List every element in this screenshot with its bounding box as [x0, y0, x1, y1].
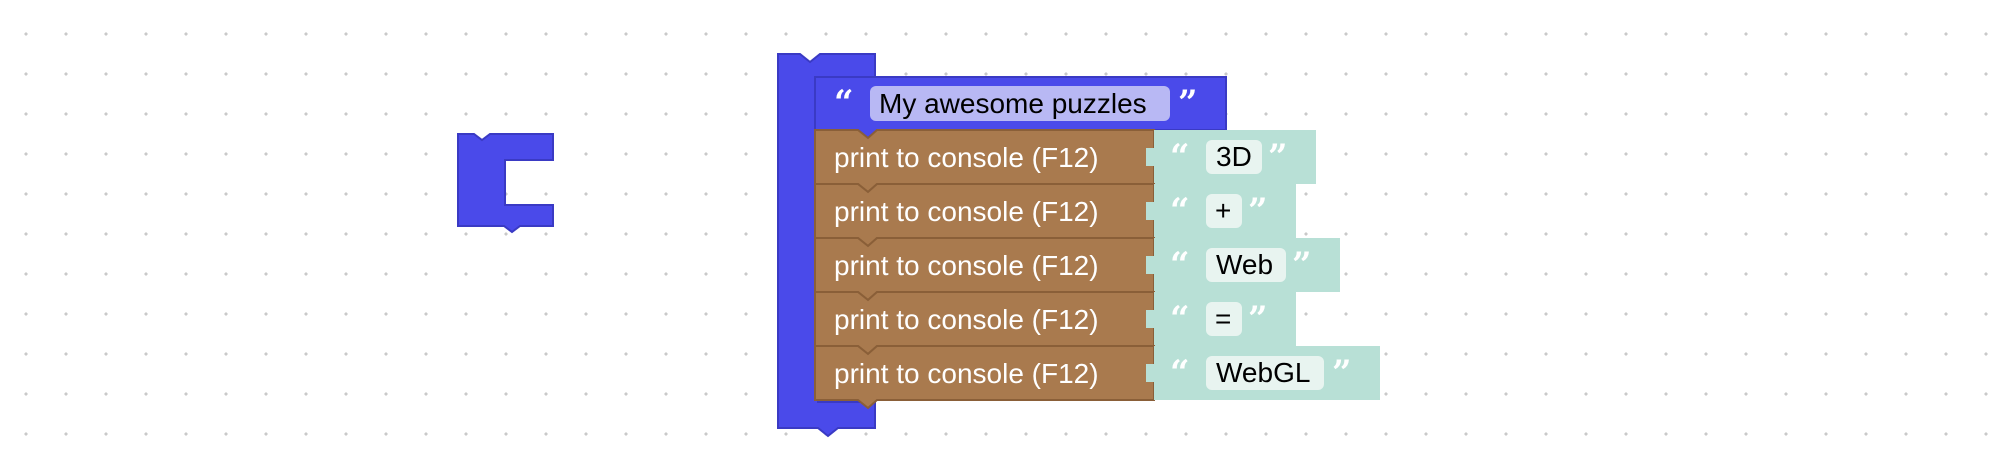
- string-field[interactable]: [1206, 302, 1242, 336]
- string-value: 3D: [1216, 141, 1252, 172]
- close-quote-icon: ”: [1332, 353, 1352, 393]
- open-quote-icon: “: [1170, 191, 1190, 231]
- close-quote-icon: ”: [1178, 83, 1198, 123]
- string-field[interactable]: [1206, 356, 1324, 390]
- print-label: print to console (F12): [834, 358, 1099, 389]
- open-quote-icon: “: [1170, 137, 1190, 177]
- string-value: =: [1215, 303, 1231, 334]
- close-quote-icon: ”: [1268, 137, 1288, 177]
- open-quote-icon: “: [1170, 245, 1190, 285]
- string-field[interactable]: [1206, 248, 1286, 282]
- print-block[interactable]: print to console (F12) “ WebGL ”: [814, 345, 1380, 410]
- title-text-block[interactable]: “ My awesome puzzles ”: [814, 76, 1227, 140]
- print-label: print to console (F12): [834, 196, 1099, 227]
- print-block[interactable]: print to console (F12) “ + ”: [814, 183, 1296, 248]
- puzzle-container-block[interactable]: “ My awesome puzzles ” print to console …: [777, 53, 1380, 438]
- string-field[interactable]: [1206, 140, 1262, 174]
- print-block[interactable]: print to console (F12) “ 3D ”: [814, 129, 1316, 194]
- close-quote-icon: ”: [1248, 191, 1268, 231]
- title-text-value: My awesome puzzles: [879, 88, 1147, 119]
- print-label: print to console (F12): [834, 250, 1099, 281]
- string-value: +: [1215, 195, 1231, 226]
- string-value: Web: [1216, 249, 1273, 280]
- title-text-field[interactable]: [870, 86, 1170, 121]
- print-block[interactable]: print to console (F12) “ = ”: [814, 291, 1296, 356]
- string-value: WebGL: [1216, 357, 1310, 388]
- print-block[interactable]: print to console (F12) “ Web ”: [814, 237, 1340, 302]
- c-shape-block-icon[interactable]: [457, 133, 554, 234]
- print-label: print to console (F12): [834, 142, 1099, 173]
- close-quote-icon: ”: [1248, 299, 1268, 339]
- stray-c-block[interactable]: [457, 133, 554, 234]
- open-quote-icon: “: [834, 83, 854, 123]
- string-field[interactable]: [1206, 194, 1242, 228]
- print-label: print to console (F12): [834, 304, 1099, 335]
- close-quote-icon: ”: [1292, 245, 1312, 285]
- print-statements: print to console (F12) “ 3D ” print to c…: [814, 129, 1380, 410]
- open-quote-icon: “: [1170, 353, 1190, 393]
- open-quote-icon: “: [1170, 299, 1190, 339]
